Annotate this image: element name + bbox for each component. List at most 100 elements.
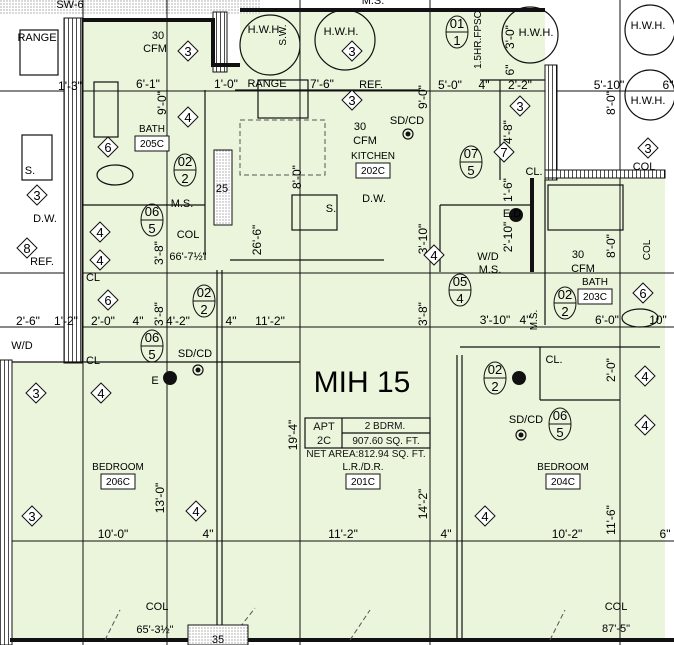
sink-kitchen	[291, 194, 338, 231]
keynote-tag-diamond	[474, 505, 496, 527]
dimension-label: 6'-0"	[595, 313, 619, 327]
fixture-label: SD/CD	[509, 414, 543, 426]
dimension-label: 3'-8"	[152, 241, 166, 265]
keynote-tag-diamond	[26, 184, 48, 206]
room-number-box	[345, 473, 381, 490]
toilet-205c	[96, 164, 134, 186]
keynote-tag-diamond	[632, 282, 654, 304]
sink-adjacent	[21, 134, 53, 181]
keynote-tag-diamond	[25, 382, 47, 404]
door-number: 07	[464, 146, 478, 161]
fixture-label: 30	[152, 30, 164, 42]
fixture-label: CL.	[545, 354, 562, 366]
fixture-label: COL	[605, 601, 628, 613]
keynote-tag-diamond	[21, 505, 43, 527]
dimension-label: 10"	[649, 313, 667, 327]
room-name: L.R./D.R.	[342, 462, 383, 473]
keynote-tag-number: 3	[33, 188, 40, 203]
fixture-label: 1.5HR.FPSC	[473, 11, 484, 69]
dimension-label: 2'-2"	[508, 78, 532, 92]
dimension-label: 13'-0"	[153, 483, 167, 514]
dimension-label: 19'-4"	[286, 420, 300, 451]
dimension-label: 6"	[663, 78, 674, 92]
bathtub-203c	[547, 184, 624, 231]
dimension-label: 11'-6"	[604, 505, 618, 535]
fixture-label: M.S.	[171, 198, 194, 210]
fixture-label: CFM	[353, 135, 377, 147]
room-number: 206C	[106, 477, 130, 488]
toilet-203c	[621, 308, 659, 328]
water-heater	[624, 69, 674, 121]
smoke-detector	[195, 367, 201, 373]
room-number-box	[134, 135, 170, 152]
fixture-label: CFM	[571, 263, 595, 275]
exterior-wall-top	[0, 0, 260, 14]
fixture-label: 25	[216, 183, 228, 195]
keynote-tag-number: 4	[96, 253, 103, 268]
keynote-tag-number: 4	[481, 509, 488, 524]
dimension-label: 2'-10"	[501, 222, 515, 253]
door-type: 2	[200, 302, 207, 317]
dimension-label: 4"	[479, 78, 490, 92]
apt-net-area: NET AREA:812.94 SQ. FT.	[306, 449, 425, 460]
smoke-detector	[405, 131, 411, 137]
fixture-label: REF.	[359, 79, 383, 91]
exhaust-fan	[163, 371, 177, 385]
dimension-label: 1'-0"	[214, 77, 238, 91]
dimension-label: 14'-2"	[416, 489, 430, 520]
water-heater	[239, 14, 301, 76]
door-type: 4	[456, 291, 463, 306]
room-number-box	[577, 288, 613, 305]
dimension-label: 11'-2"	[255, 314, 285, 328]
dimension-label: 2'-0"	[604, 358, 618, 382]
fixtures	[19, 4, 674, 645]
keynote-tag-diamond	[177, 106, 199, 128]
room-number: 203C	[583, 292, 607, 303]
fixture-label: RANGE	[17, 32, 56, 44]
apt-number: 2C	[317, 435, 331, 447]
dimension-label: 3'-8"	[416, 302, 430, 326]
keynote-tag-diamond	[185, 500, 207, 522]
fixture-label: COL	[633, 161, 656, 173]
dimension-label: 4"	[520, 313, 531, 327]
fixture-label: H.W.H.	[248, 24, 283, 36]
fixture-label: H.W.H.	[631, 95, 666, 107]
water-heater	[501, 6, 559, 64]
fixture-label: CFM	[143, 43, 167, 55]
dimension-label: 4"	[226, 314, 237, 328]
door-number: 02	[488, 362, 502, 377]
room-number: 205C	[140, 139, 164, 150]
smoke-detector	[192, 364, 204, 376]
fixture-label: W/D	[477, 251, 498, 263]
dimension-label: 10'-0"	[98, 527, 129, 541]
dimension-label: 4'-8"	[501, 120, 515, 144]
dimension-label: 1'-3"	[58, 79, 82, 93]
apt-gross-area: 907.60 SQ. FT.	[352, 436, 419, 447]
keynote-tag-number: 4	[641, 369, 648, 384]
keynote-tag-diamond	[423, 244, 445, 266]
door-number: 06	[553, 408, 567, 423]
keynote-tag-diamond	[177, 40, 199, 62]
room-number: 202C	[361, 166, 385, 177]
keynote-tag-number: 4	[641, 418, 648, 433]
range-kitchen	[257, 79, 309, 119]
fixture-label: COL	[642, 239, 653, 260]
fixture-label: M.S.	[479, 264, 502, 276]
fixture-label: S.	[25, 165, 35, 177]
door-type: 2	[181, 171, 188, 186]
keynote-tag-number: 4	[96, 225, 103, 240]
door-number: 05	[453, 274, 467, 289]
dimension-label: 1'-6"	[501, 178, 515, 202]
keynote-tag-number: 3	[644, 141, 651, 156]
fixture-label: M.S.	[529, 310, 540, 331]
door-number: 02	[558, 287, 572, 302]
fixture-label: 30	[572, 249, 584, 261]
fixture-label: COL	[146, 601, 169, 613]
door-type: 1	[453, 33, 460, 48]
smoke-detector	[402, 128, 414, 140]
fixture-label: 65'-3½"	[136, 624, 173, 636]
annotations: BATH205CKITCHEN202CBATH203CBEDROOM206CL.…	[11, 0, 673, 645]
room-name: KITCHEN	[351, 151, 395, 162]
